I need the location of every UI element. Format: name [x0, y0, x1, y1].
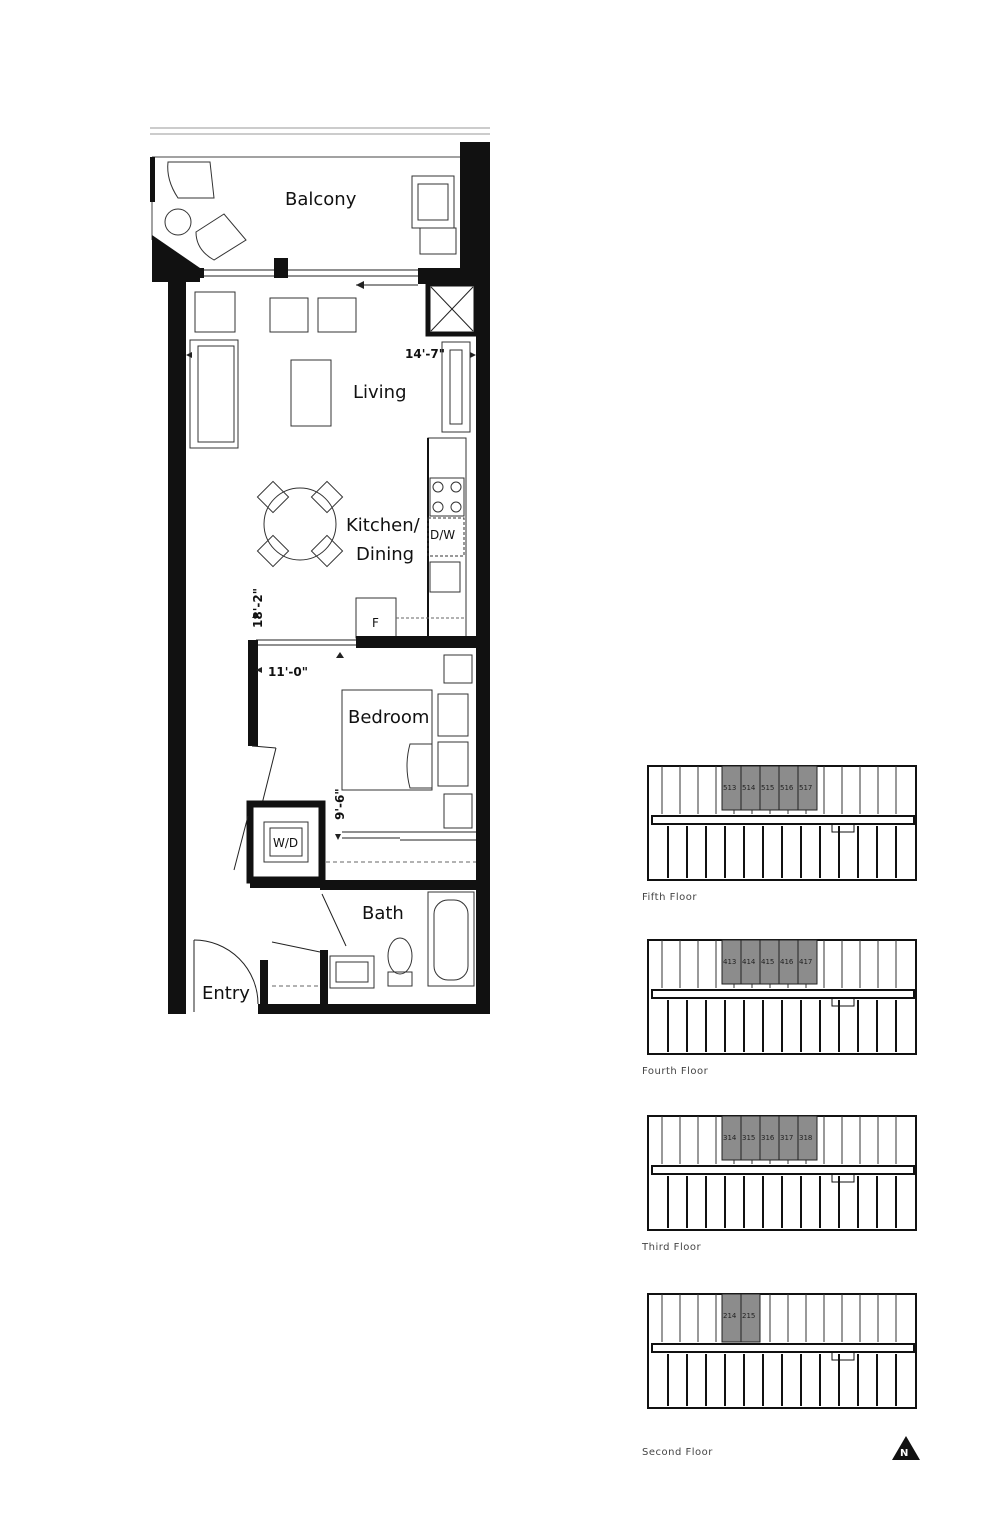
- keyplan-unit-number: 314: [723, 1134, 737, 1142]
- bath-label: Bath: [362, 903, 404, 924]
- keyplan-unit-number: 414: [742, 958, 756, 966]
- keyplan-unit-number: 316: [761, 1134, 775, 1142]
- balcony-label: Balcony: [285, 189, 357, 210]
- keyplan-highlighted-unit: [797, 939, 818, 985]
- keyplan-corridor: [651, 815, 915, 825]
- keyplan-unit-number: 415: [761, 958, 774, 966]
- keyplan-unit-number: 517: [799, 784, 812, 792]
- keyplan-outline: [647, 1293, 917, 1409]
- kitchen-length-dimension: 18'-2": [251, 588, 265, 628]
- keyplan-unit-number: 318: [799, 1134, 812, 1142]
- keyplan-unit-number: 215: [742, 1312, 755, 1320]
- keyplan-unit-number: 513: [723, 784, 736, 792]
- keyplan-core: [831, 1173, 855, 1183]
- bedroom-length-dimension: 9'-6": [333, 788, 347, 820]
- keyplan-2: 413 414 415 416 417: [647, 939, 917, 1055]
- keyplan-highlighted-unit: [797, 1115, 818, 1161]
- keyplan-core: [831, 823, 855, 833]
- dining-label: Dining: [356, 544, 414, 565]
- unit-floor-plan: [150, 127, 490, 1014]
- keyplan-corridor: [651, 1165, 915, 1175]
- keyplan-unit-number: 317: [780, 1134, 793, 1142]
- keyplan-core: [831, 1351, 855, 1361]
- keyplan-unit-number: 214: [723, 1312, 737, 1320]
- keyplan-unit-number: 417: [799, 958, 812, 966]
- keyplan-unit-number: 413: [723, 958, 736, 966]
- keyplan-corridor: [651, 1343, 915, 1353]
- keyplan-unit-number: 416: [780, 958, 794, 966]
- keyplan-caption-fourth-floor: Fourth Floor: [642, 1066, 709, 1077]
- entry-label: Entry: [202, 983, 250, 1004]
- keyplan-core: [831, 997, 855, 1007]
- bedroom-label: Bedroom: [348, 707, 429, 728]
- keyplan-caption-second-floor: Second Floor: [642, 1447, 713, 1458]
- keyplan-corridor: [651, 989, 915, 999]
- keyplan-highlighted-unit: [740, 1293, 761, 1343]
- keyplan-1: 513 514 515 516 517: [647, 765, 917, 881]
- keyplan-unit-number: 516: [780, 784, 794, 792]
- keyplan-unit-number: 315: [742, 1134, 755, 1142]
- dishwasher-label: D/W: [430, 528, 455, 542]
- washer-dryer-label: W/D: [273, 836, 298, 850]
- bedroom-width-dimension: 11'-0": [268, 665, 308, 679]
- keyplan-caption-third-floor: Third Floor: [641, 1242, 701, 1253]
- north-arrow-label: N: [900, 1448, 908, 1459]
- living-width-dimension: 14'-7": [405, 347, 445, 361]
- fridge-label: F: [372, 616, 379, 630]
- north-arrow-icon: N: [892, 1436, 920, 1460]
- keyplan-caption-fifth-floor: Fifth Floor: [642, 892, 697, 903]
- living-label: Living: [353, 382, 407, 403]
- kitchen-label: Kitchen/: [346, 515, 421, 536]
- keyplan-3: 314 315 316 317 318: [647, 1115, 917, 1231]
- keyplan-4: 214 215: [647, 1293, 917, 1409]
- keyplan-unit-number: 515: [761, 784, 774, 792]
- keyplan-highlighted-unit: [797, 765, 818, 811]
- keyplan-unit-number: 514: [742, 784, 756, 792]
